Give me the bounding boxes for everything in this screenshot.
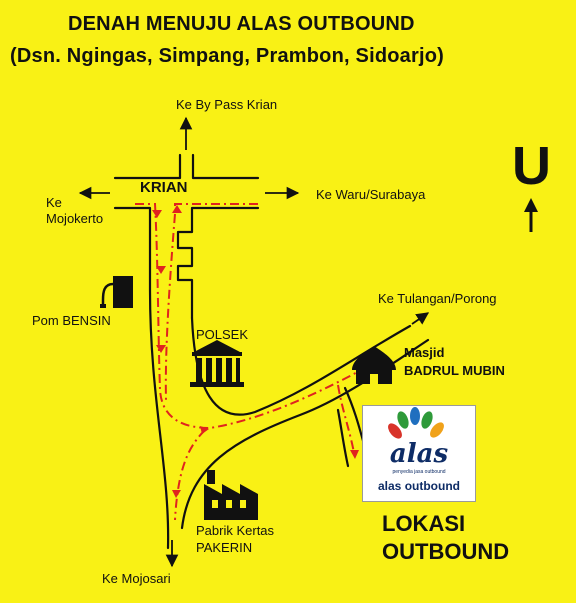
label-badrul-mubin: BADRUL MUBIN <box>404 363 505 378</box>
map-title: DENAH MENUJU ALAS OUTBOUND <box>68 13 415 35</box>
label-bypass-krian: Ke By Pass Krian <box>176 97 278 112</box>
label-polsek: POLSEK <box>196 327 249 342</box>
label-krian: KRIAN <box>140 179 188 196</box>
north-arrow-icon <box>524 198 538 232</box>
factory-icon <box>204 470 258 520</box>
gas-pump-icon <box>100 276 133 308</box>
label-masjid: Masjid <box>404 345 445 360</box>
police-station-icon <box>190 340 244 387</box>
label-pakerin: PAKERIN <box>196 540 253 555</box>
route-path <box>135 203 372 521</box>
label-tulangan-porong: Ke Tulangan/Porong <box>378 291 497 306</box>
map-subtitle: (Dsn. Ngingas, Simpang, Prambon, Sidoarj… <box>10 45 444 67</box>
logo-tagline: penyedia jasa outbound <box>392 469 445 475</box>
label-pabrik-kertas: Pabrik Kertas <box>196 523 275 538</box>
label-mojokerto-1: Ke <box>46 195 62 210</box>
alas-outbound-logo: alas penyedia jasa outbound alas outboun… <box>362 405 476 502</box>
label-waru-surabaya: Ke Waru/Surabaya <box>316 187 426 202</box>
direction-arrows <box>78 116 430 568</box>
route-arrowheads <box>152 205 359 498</box>
leaf-logo-icon: alas penyedia jasa outbound <box>388 407 449 475</box>
label-outbound: OUTBOUND <box>382 539 510 564</box>
north-letter: U <box>512 136 551 196</box>
label-mojosari: Ke Mojosari <box>102 571 171 586</box>
label-lokasi: LOKASI <box>382 511 466 536</box>
label-mojokerto-2: Mojokerto <box>46 211 104 226</box>
mosque-icon <box>352 346 396 384</box>
logo-name: alas outbound <box>378 479 460 493</box>
logo-word: alas <box>390 439 449 469</box>
label-pom-bensin: Pom BENSIN <box>32 313 111 328</box>
